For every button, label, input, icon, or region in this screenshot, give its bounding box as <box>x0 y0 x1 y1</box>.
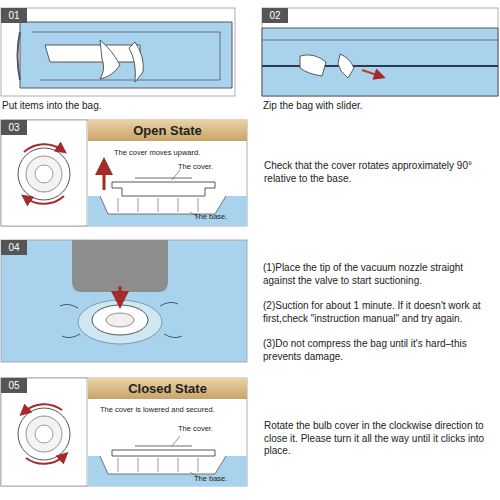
bag-zip-panel <box>262 8 498 96</box>
step-number: 05 <box>1 378 27 393</box>
step-number-text: 02 <box>269 10 280 21</box>
part-note: The cover is lowered and secured. <box>100 405 240 414</box>
open-state-panel <box>1 120 247 226</box>
step-number: 03 <box>1 120 27 135</box>
step-number: 02 <box>262 8 288 23</box>
bag-fill-panel <box>1 8 235 96</box>
step-number-text: 04 <box>8 242 19 253</box>
step-number: 04 <box>1 240 27 255</box>
vacuum-panel <box>1 240 247 362</box>
step-number-text: 01 <box>8 10 19 21</box>
step-instruction: (3)Do not compress the bag until it's ha… <box>263 338 497 363</box>
step-number-text: 05 <box>8 380 19 391</box>
state-banner-text: Open State <box>133 123 202 138</box>
part-name: The base. <box>194 474 244 483</box>
part-name: The base. <box>194 212 244 221</box>
step-instruction: (1)Place the tip of the vacuum nozzle st… <box>263 262 497 287</box>
step-number-text: 03 <box>8 122 19 133</box>
part-name: The cover. <box>178 424 238 433</box>
step-caption: Put items into the bag. <box>2 100 234 113</box>
step-instruction: (2)Suction for about 1 minute. If it doe… <box>263 300 497 325</box>
closed-state-panel <box>1 378 247 486</box>
step-instruction: Rotate the bulb cover in the clockwise d… <box>264 420 496 458</box>
state-banner: Open State <box>88 120 247 141</box>
state-banner-text: Closed State <box>128 381 207 396</box>
step-caption: Zip the bag with slider. <box>263 100 495 113</box>
step-instruction: Check that the cover rotates approximate… <box>264 160 496 185</box>
step-number: 01 <box>1 8 27 23</box>
state-banner: Closed State <box>88 378 247 399</box>
part-name: The cover. <box>178 162 238 171</box>
part-note: The cover moves upward. <box>114 148 244 157</box>
